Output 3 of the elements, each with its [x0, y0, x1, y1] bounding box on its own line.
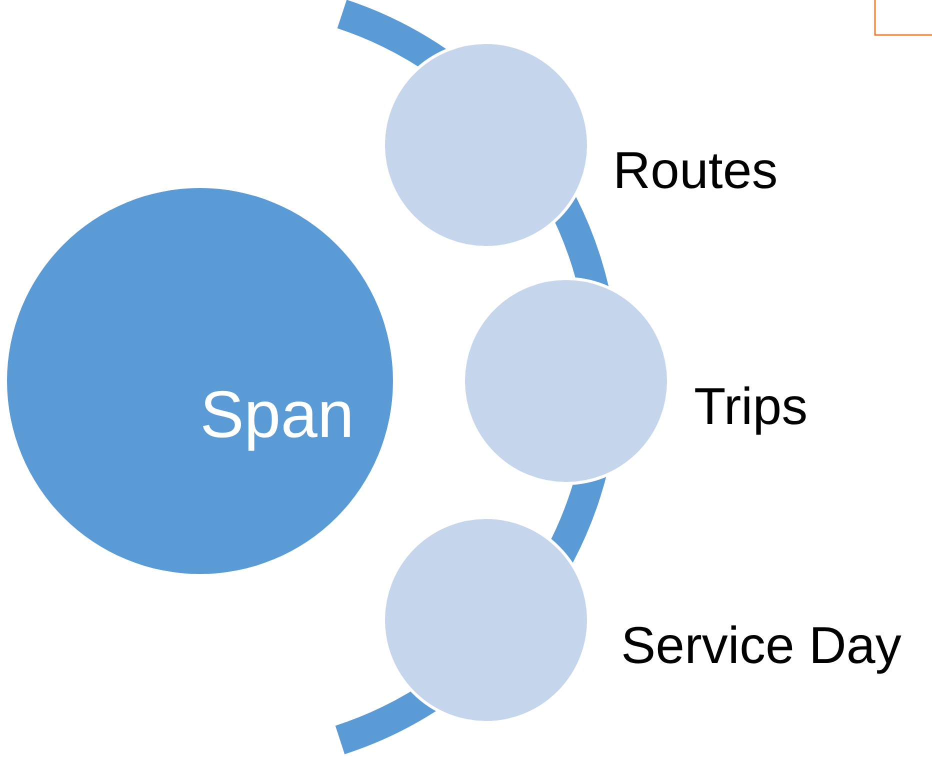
node-label: Service Day	[621, 620, 902, 672]
node-label: Routes	[613, 145, 778, 197]
node-label: Trips	[694, 381, 808, 433]
